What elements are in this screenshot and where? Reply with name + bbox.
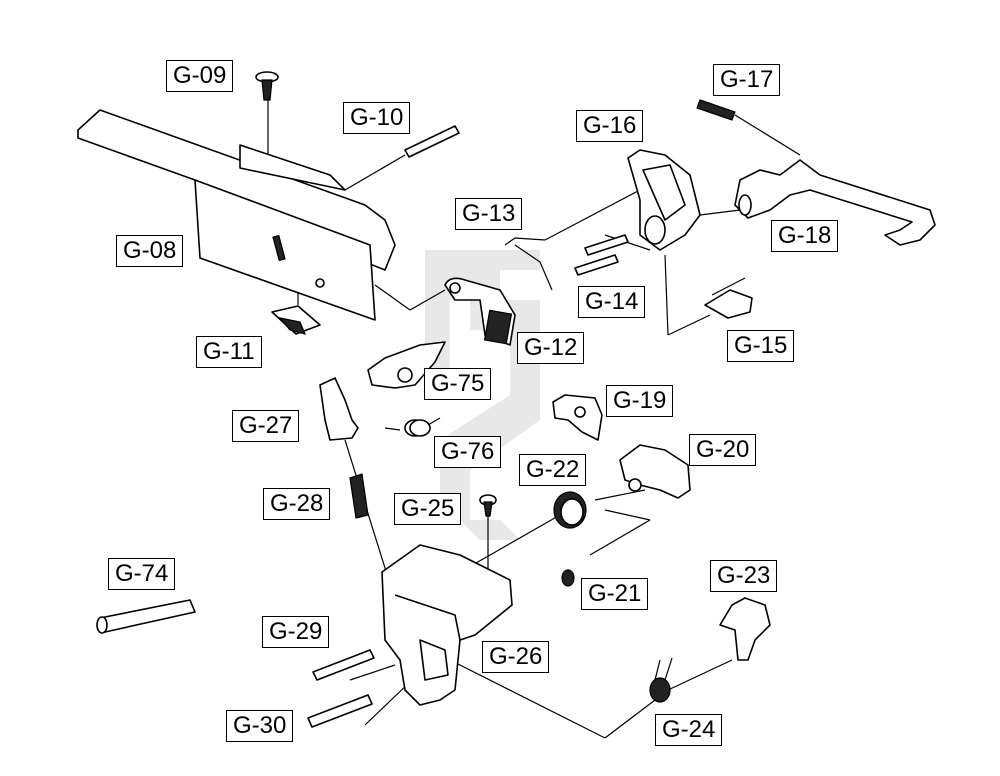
part-g13-spring-wire: [504, 237, 553, 291]
part-g21-disc: [561, 569, 575, 587]
part-g12-trigger: [444, 277, 516, 346]
part-g11-block: [271, 305, 321, 335]
part-g15-lever: [704, 277, 753, 319]
callout-g23: G-23: [710, 560, 778, 592]
part-g20-block: [619, 444, 691, 499]
callout-g14: G-14: [578, 286, 646, 318]
callout-g26: G-26: [482, 641, 550, 673]
callout-g12: G-12: [517, 332, 585, 364]
part-g18-trigger-bar: [734, 159, 936, 246]
part-g75-lever: [367, 341, 446, 389]
part-g24-spring: [649, 657, 673, 703]
part-g23-lever: [719, 597, 771, 661]
callout-g30: G-30: [226, 710, 294, 742]
part-g10-pin: [404, 125, 460, 158]
part-g76-spring: [384, 417, 441, 437]
callout-g13: G-13: [455, 198, 523, 230]
part-g17-spring: [696, 99, 736, 121]
callout-g10: G-10: [343, 102, 411, 134]
callout-g25: G-25: [394, 493, 462, 525]
part-g09-screw: [255, 71, 279, 101]
callout-g28: G-28: [263, 488, 331, 520]
callout-g21: G-21: [581, 578, 649, 610]
part-g16-housing: [627, 149, 701, 251]
part-g27-hammer: [319, 377, 359, 441]
callout-g16: G-16: [576, 110, 644, 142]
callout-g22: G-22: [519, 454, 587, 486]
part-g26-housing: [381, 544, 513, 706]
part-g19-block: [552, 394, 603, 441]
callout-g75: G-75: [424, 368, 492, 400]
part-g74-pin: [96, 599, 196, 634]
callout-g20: G-20: [689, 434, 757, 466]
part-g25-screw: [479, 494, 497, 517]
part-g29-pin: [312, 649, 375, 681]
callout-g76: G-76: [434, 436, 502, 468]
callout-g08: G-08: [116, 235, 184, 267]
callout-g17: G-17: [713, 64, 781, 96]
callout-g24: G-24: [655, 714, 723, 746]
callout-g29: G-29: [262, 616, 330, 648]
callout-g19: G-19: [606, 385, 674, 417]
callout-g15: G-15: [727, 330, 795, 362]
part-g08-rail: [77, 109, 396, 321]
callout-g27: G-27: [232, 410, 300, 442]
callout-g18: G-18: [771, 220, 839, 252]
part-g22-ring: [553, 491, 587, 529]
part-g28-spring: [349, 473, 369, 519]
callout-g09: G-09: [166, 60, 234, 92]
part-g30-pin: [307, 694, 373, 728]
callout-g11: G-11: [196, 336, 262, 368]
callout-g74: G-74: [108, 558, 176, 590]
part-g14-pins: [574, 234, 629, 276]
